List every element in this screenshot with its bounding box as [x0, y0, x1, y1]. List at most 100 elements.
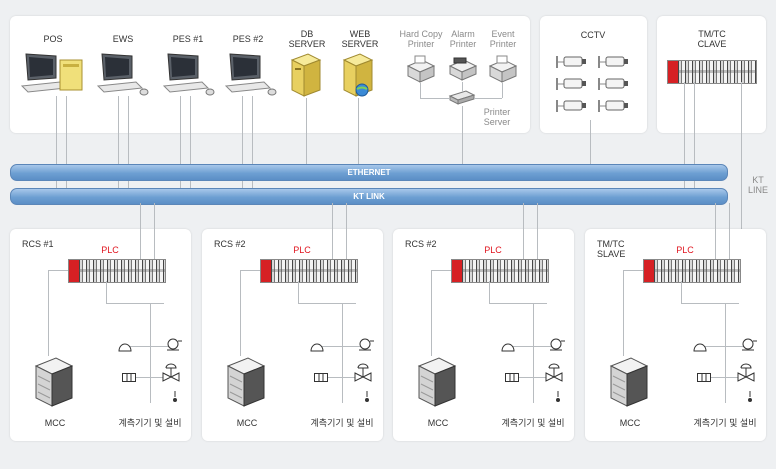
- plc-rack-icon: [451, 259, 549, 283]
- printer-connector: [502, 83, 503, 98]
- pump-icon: [167, 338, 182, 351]
- cctv-panel: [540, 16, 647, 133]
- wiring-line: [346, 203, 347, 259]
- pump-icon: [550, 338, 565, 351]
- event-printer-label: Event Printer: [489, 29, 517, 49]
- kt-line-connector: [741, 82, 742, 270]
- ews-label: EWS: [112, 34, 134, 44]
- sensor-icon: [173, 391, 177, 402]
- kt-link-bus: KT LINK: [10, 188, 728, 205]
- plc-rack-icon: [643, 259, 741, 283]
- wiring-line: [489, 303, 547, 304]
- printer-connector: [474, 98, 502, 99]
- network-drop-line: [694, 82, 695, 203]
- pos-label: POS: [43, 34, 63, 44]
- wiring-line: [318, 346, 368, 347]
- printer-server-label: Printer Server: [483, 107, 511, 127]
- cctv-camera-icon: [556, 56, 586, 68]
- plc-label: PLC: [676, 245, 694, 255]
- plc-rack-icon: [260, 259, 358, 283]
- network-drop-line: [462, 106, 463, 168]
- alarm-bell-icon: [693, 343, 707, 352]
- station-title: RCS #2: [214, 239, 246, 249]
- wiring-line: [106, 281, 107, 303]
- db-server-icon: [290, 53, 322, 97]
- wiring-line: [709, 377, 739, 378]
- plc-rack-icon: [68, 259, 166, 283]
- cctv-label: CCTV: [580, 30, 606, 40]
- alarm-bell-icon: [310, 343, 324, 352]
- sensor-icon: [748, 391, 752, 402]
- instruments-label: 계측기기 및 설비: [310, 418, 374, 428]
- alarm-printer-icon: [448, 57, 478, 81]
- network-drop-line: [118, 96, 119, 203]
- terminal-block-icon: [505, 373, 519, 382]
- cctv-camera-icon: [598, 78, 628, 90]
- station-title: RCS #1: [22, 239, 54, 249]
- mcc-label: MCC: [44, 418, 66, 428]
- wiring-line: [134, 377, 164, 378]
- network-drop-line: [56, 96, 57, 203]
- network-drop-line: [180, 96, 181, 203]
- ethernet-bus: ETHERNET: [10, 164, 728, 181]
- network-drop-line: [128, 96, 129, 203]
- pump-icon: [359, 338, 374, 351]
- wiring-line: [523, 203, 524, 259]
- alarm-printer-label: Alarm Printer: [449, 29, 477, 49]
- network-drop-line: [252, 96, 253, 203]
- mcc-label: MCC: [427, 418, 449, 428]
- wiring-line: [681, 303, 739, 304]
- sensor-icon: [365, 391, 369, 402]
- web-server-icon: [342, 53, 374, 97]
- wiring-line: [537, 203, 538, 259]
- event-printer-icon: [488, 55, 518, 83]
- wiring-line: [701, 346, 751, 347]
- wiring-line: [431, 270, 432, 356]
- wiring-line: [623, 270, 624, 356]
- wiring-line: [489, 281, 490, 303]
- db-server-label: DB SERVER: [288, 29, 326, 49]
- tmtc-clave-label: TM/TC CLAVE: [697, 29, 727, 49]
- pump-icon: [742, 338, 757, 351]
- control-valve-icon: [545, 363, 563, 382]
- wiring-line: [48, 270, 49, 356]
- plc-label: PLC: [484, 245, 502, 255]
- network-drop-line: [358, 98, 359, 168]
- pes2-label: PES #2: [232, 34, 264, 44]
- station-title: TM/TC SLAVE: [597, 239, 626, 259]
- wiring-line: [326, 377, 356, 378]
- cctv-camera-icon: [598, 100, 628, 112]
- control-room-panel: [10, 16, 530, 133]
- ews-workstation-icon: [96, 53, 149, 96]
- plc-label: PLC: [293, 245, 311, 255]
- network-drop-line: [590, 120, 591, 168]
- mcc-cabinet-icon: [226, 357, 266, 407]
- network-drop-line: [190, 96, 191, 203]
- alarm-bell-icon: [118, 343, 132, 352]
- mcc-label: MCC: [619, 418, 641, 428]
- wiring-line: [342, 303, 343, 403]
- wiring-line: [240, 270, 241, 356]
- mcc-cabinet-icon: [34, 357, 74, 407]
- wiring-line: [725, 303, 726, 403]
- control-valve-icon: [162, 363, 180, 382]
- wiring-line: [106, 303, 164, 304]
- printer-connector: [420, 98, 450, 99]
- wiring-line: [517, 377, 547, 378]
- station-title: RCS #2: [405, 239, 437, 249]
- terminal-block-icon: [122, 373, 136, 382]
- wiring-line: [298, 281, 299, 303]
- mcc-cabinet-icon: [609, 357, 649, 407]
- wiring-line: [715, 203, 716, 259]
- printer-connector: [462, 82, 463, 92]
- network-drop-line: [66, 96, 67, 203]
- wiring-line: [140, 203, 141, 259]
- terminal-block-icon: [314, 373, 328, 382]
- network-drop-line: [242, 96, 243, 203]
- wiring-line: [126, 346, 176, 347]
- printer-server-icon: [448, 90, 476, 105]
- control-valve-icon: [737, 363, 755, 382]
- plc-label: PLC: [101, 245, 119, 255]
- mcc-cabinet-icon: [417, 357, 457, 407]
- wiring-line: [240, 270, 260, 271]
